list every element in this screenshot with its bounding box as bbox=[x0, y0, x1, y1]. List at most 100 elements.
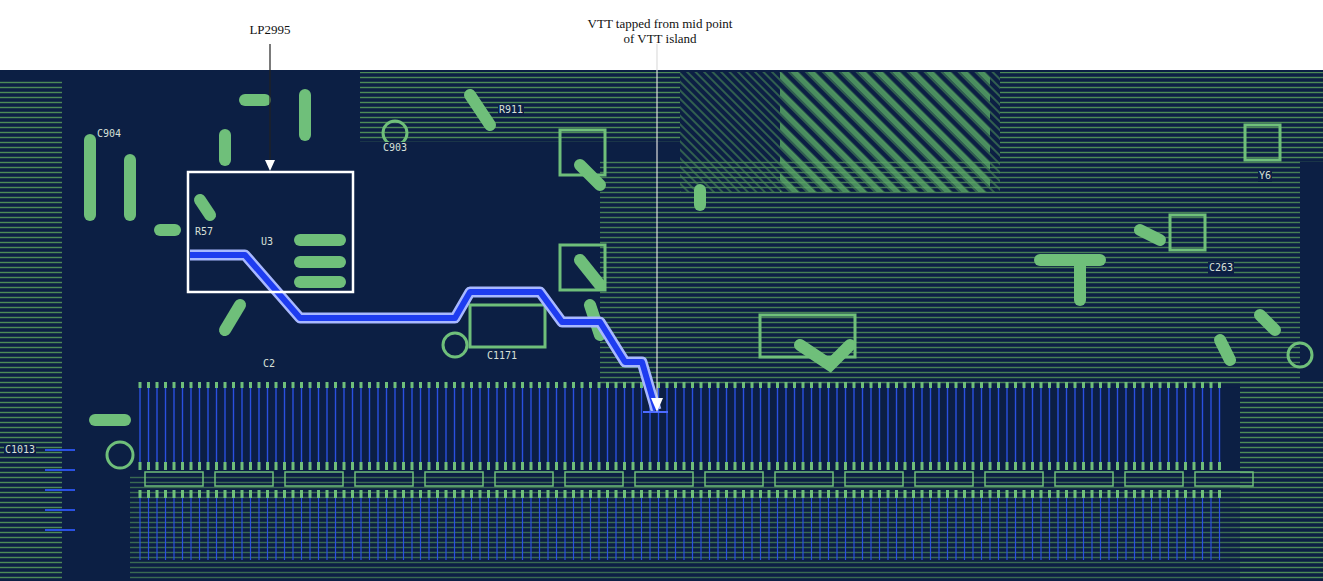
pad bbox=[887, 490, 890, 498]
pad bbox=[878, 462, 881, 470]
resistor-array bbox=[635, 472, 693, 486]
trace bbox=[777, 388, 778, 462]
pad bbox=[513, 462, 516, 470]
pad bbox=[1142, 382, 1145, 388]
trace bbox=[1083, 388, 1084, 462]
trace bbox=[530, 388, 531, 462]
pad bbox=[938, 462, 941, 470]
pad bbox=[827, 490, 830, 498]
trace bbox=[981, 498, 982, 560]
trace bbox=[1032, 388, 1033, 462]
pad bbox=[734, 490, 737, 498]
pad bbox=[691, 462, 694, 470]
pad bbox=[929, 462, 932, 470]
pad bbox=[776, 490, 779, 498]
pad bbox=[1082, 490, 1085, 498]
trace bbox=[1176, 388, 1177, 462]
pad bbox=[912, 462, 915, 470]
trace bbox=[887, 498, 888, 560]
pad bbox=[598, 462, 601, 470]
pad bbox=[683, 382, 686, 388]
pad bbox=[309, 382, 312, 388]
trace bbox=[190, 388, 191, 462]
pad bbox=[428, 462, 431, 470]
pad bbox=[912, 382, 915, 388]
pad bbox=[1065, 490, 1068, 498]
part-callout: LP2995 bbox=[249, 22, 290, 37]
pad bbox=[802, 462, 805, 470]
pad bbox=[810, 490, 813, 498]
trace bbox=[1049, 388, 1050, 462]
pad bbox=[1048, 490, 1051, 498]
trace bbox=[1202, 498, 1203, 560]
pad bbox=[300, 462, 303, 470]
trace bbox=[964, 388, 965, 462]
pad bbox=[564, 382, 567, 388]
trace bbox=[1023, 388, 1024, 462]
pad bbox=[768, 490, 771, 498]
trace bbox=[165, 388, 166, 462]
pad bbox=[589, 382, 592, 388]
trace bbox=[250, 388, 251, 462]
pad bbox=[572, 382, 575, 388]
trace bbox=[1049, 498, 1050, 560]
trace bbox=[675, 388, 676, 462]
pad bbox=[224, 490, 227, 498]
pad bbox=[1014, 490, 1017, 498]
pad bbox=[521, 490, 524, 498]
pad bbox=[887, 462, 890, 470]
trace bbox=[556, 388, 557, 462]
pad bbox=[428, 382, 431, 388]
pad bbox=[156, 490, 159, 498]
trace bbox=[683, 388, 684, 462]
copper-planes bbox=[0, 72, 1323, 581]
pad bbox=[683, 490, 686, 498]
pad bbox=[190, 382, 193, 388]
trace bbox=[522, 498, 523, 560]
pad bbox=[666, 462, 669, 470]
trace bbox=[853, 388, 854, 462]
trace bbox=[505, 388, 506, 462]
pad bbox=[360, 462, 363, 470]
pad bbox=[147, 382, 150, 388]
trace bbox=[896, 498, 897, 560]
trace bbox=[921, 388, 922, 462]
pad bbox=[1167, 462, 1170, 470]
trace bbox=[386, 388, 387, 462]
pad bbox=[164, 462, 167, 470]
pad bbox=[1074, 382, 1077, 388]
trace bbox=[1015, 388, 1016, 462]
pad bbox=[1159, 382, 1162, 388]
pad bbox=[411, 462, 414, 470]
pad bbox=[632, 462, 635, 470]
pad bbox=[317, 382, 320, 388]
pad bbox=[1201, 382, 1204, 388]
trace bbox=[802, 388, 803, 462]
trace bbox=[853, 498, 854, 560]
trace bbox=[369, 388, 370, 462]
trace bbox=[768, 388, 769, 462]
pad bbox=[861, 382, 864, 388]
trace bbox=[479, 388, 480, 462]
pad bbox=[266, 490, 269, 498]
pad bbox=[326, 382, 329, 388]
trace bbox=[1193, 498, 1194, 560]
pad bbox=[708, 462, 711, 470]
trace bbox=[607, 388, 608, 462]
trace bbox=[1100, 498, 1101, 560]
trace bbox=[989, 388, 990, 462]
pad bbox=[980, 462, 983, 470]
pad bbox=[283, 462, 286, 470]
resistor-array bbox=[915, 472, 973, 486]
trace bbox=[760, 498, 761, 560]
pad bbox=[317, 462, 320, 470]
trace bbox=[1202, 388, 1203, 462]
pad bbox=[207, 462, 210, 470]
trace bbox=[445, 388, 446, 462]
pad bbox=[266, 382, 269, 388]
trace bbox=[692, 498, 693, 560]
trace bbox=[301, 498, 302, 560]
trace bbox=[998, 498, 999, 560]
resistor-array bbox=[425, 472, 483, 486]
